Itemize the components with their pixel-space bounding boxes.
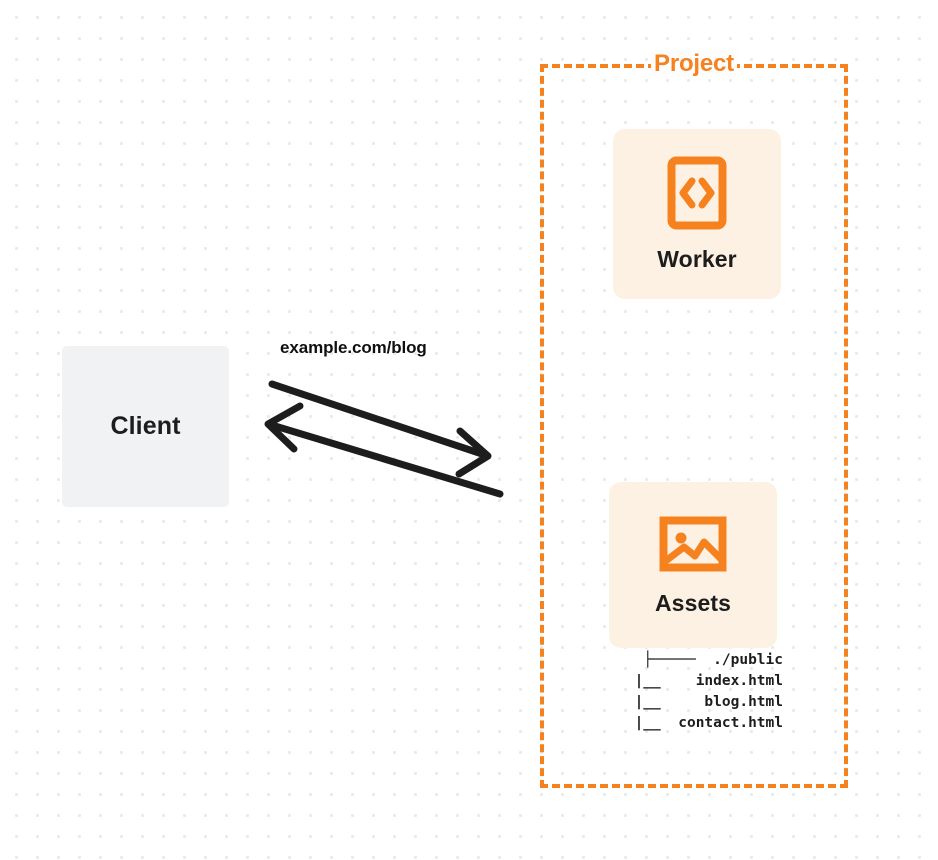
asset-file-tree: ├───── ./public |__ index.html |__ blog.… bbox=[585, 650, 783, 734]
project-title: Project bbox=[540, 50, 848, 78]
worker-label: Worker bbox=[657, 245, 737, 272]
request-arrow-icon bbox=[268, 380, 492, 478]
assets-node[interactable]: Assets bbox=[609, 482, 777, 648]
file-tree-lines: ├───── ./public |__ index.html |__ blog.… bbox=[634, 652, 783, 731]
client-label: Client bbox=[110, 412, 181, 440]
image-icon bbox=[659, 516, 727, 571]
connection-label: example.com/blog bbox=[280, 338, 427, 357]
assets-label: Assets bbox=[654, 589, 732, 616]
client-node[interactable]: Client bbox=[62, 346, 229, 507]
project-title-text: Project bbox=[651, 50, 737, 77]
response-arrow-icon bbox=[264, 402, 504, 498]
worker-node[interactable]: Worker bbox=[613, 129, 781, 299]
code-brackets-icon bbox=[667, 156, 727, 229]
